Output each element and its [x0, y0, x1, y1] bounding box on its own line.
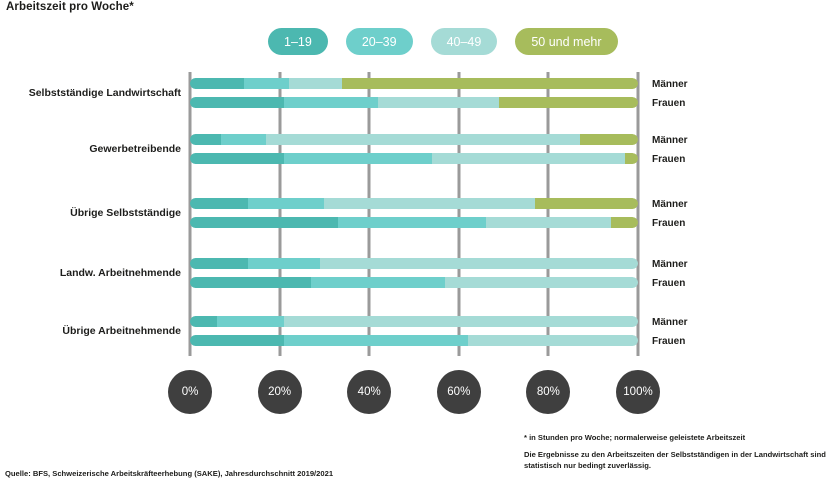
- stacked-bar[interactable]: [190, 316, 638, 327]
- bar-segment[interactable]: [378, 97, 500, 108]
- bar-segment[interactable]: [190, 198, 249, 209]
- bar-row: [190, 153, 638, 164]
- gridline-60: [457, 72, 461, 356]
- stacked-bar[interactable]: [190, 335, 638, 346]
- bar-segment[interactable]: [190, 277, 311, 288]
- bar-segment[interactable]: [342, 78, 638, 89]
- bar-segment[interactable]: [579, 134, 638, 145]
- bar-segment[interactable]: [319, 258, 638, 269]
- bar-segment[interactable]: [284, 153, 432, 164]
- sex-label-male: Männer: [652, 79, 688, 90]
- category-label: Gewerbetreibende: [89, 143, 181, 155]
- bar-segment[interactable]: [499, 97, 638, 108]
- legend-item-2[interactable]: 20–39: [345, 28, 413, 55]
- bar-segment[interactable]: [190, 316, 217, 327]
- bar-segment[interactable]: [243, 78, 289, 89]
- legend-item-1[interactable]: 1–19: [268, 28, 328, 55]
- stacked-bar[interactable]: [190, 277, 638, 288]
- bar-row: [190, 316, 638, 327]
- bar-segment[interactable]: [288, 78, 343, 89]
- bar-segment[interactable]: [445, 277, 638, 288]
- sex-label-female: Frauen: [652, 98, 686, 109]
- bar-segment[interactable]: [221, 134, 267, 145]
- bar-row: [190, 78, 638, 89]
- bar-groups: [190, 72, 638, 356]
- gridline-40: [367, 72, 371, 356]
- category-label: Landw. Arbeitnehmende: [59, 267, 181, 279]
- x-axis: 0% 20% 40% 60% 80% 100%: [168, 370, 660, 414]
- gridline-100: [636, 72, 640, 356]
- bar-segment[interactable]: [534, 198, 638, 209]
- bar-segment[interactable]: [431, 153, 625, 164]
- bar-segment[interactable]: [485, 217, 612, 228]
- chart-legend: 1–19 20–39 40–49 50 und mehr: [268, 28, 618, 55]
- bar-segment[interactable]: [266, 134, 580, 145]
- bar-segment[interactable]: [284, 335, 468, 346]
- source-note: Quelle: BFS, Schweizerische Arbeitskräft…: [5, 469, 334, 478]
- bar-segment[interactable]: [190, 335, 285, 346]
- legend-item-3[interactable]: 40–49: [430, 28, 498, 55]
- axis-tick-20: 20%: [257, 370, 302, 414]
- stacked-bar[interactable]: [190, 153, 638, 164]
- category-label: Übrige Arbeitnehmende: [62, 325, 181, 337]
- gridlines: [188, 72, 640, 356]
- chart-title: Arbeitszeit pro Woche*: [6, 1, 134, 13]
- bar-segment[interactable]: [248, 258, 320, 269]
- sex-label-female: Frauen: [652, 336, 686, 347]
- stacked-bar[interactable]: [190, 198, 638, 209]
- axis-tick-0: 0%: [168, 370, 212, 414]
- bar-row: [190, 217, 638, 228]
- stacked-bar[interactable]: [190, 134, 638, 145]
- footnote-2: Die Ergebnisse zu den Arbeitszeiten der …: [524, 450, 826, 470]
- bar-segment[interactable]: [190, 78, 244, 89]
- stacked-bar[interactable]: [190, 97, 638, 108]
- sex-label-male: Männer: [652, 135, 688, 146]
- bar-segment[interactable]: [611, 217, 638, 228]
- bar-segment[interactable]: [190, 153, 285, 164]
- footnote-1: * in Stunden pro Woche; normalerweise ge…: [524, 433, 746, 442]
- bar-segment[interactable]: [624, 153, 638, 164]
- stacked-bar[interactable]: [190, 258, 638, 269]
- bar-row: [190, 97, 638, 108]
- category-label: Übrige Selbstständige: [70, 207, 181, 219]
- sex-label-female: Frauen: [652, 218, 686, 229]
- axis-tick-80: 80%: [526, 370, 571, 414]
- sex-label-male: Männer: [652, 259, 688, 270]
- bar-row: [190, 258, 638, 269]
- stacked-bar[interactable]: [190, 78, 638, 89]
- gridline-80: [546, 72, 550, 356]
- bar-row: [190, 198, 638, 209]
- plot-area: [188, 72, 640, 356]
- sex-label-female: Frauen: [652, 278, 686, 289]
- axis-tick-40: 40%: [347, 370, 392, 414]
- bar-segment[interactable]: [190, 97, 285, 108]
- category-label: Selbstständige Landwirtschaft: [28, 87, 181, 99]
- bar-segment[interactable]: [324, 198, 535, 209]
- bar-segment[interactable]: [310, 277, 446, 288]
- sex-label-female: Frauen: [652, 154, 686, 165]
- axis-tick-100: 100%: [616, 370, 660, 414]
- bar-segment[interactable]: [337, 217, 486, 228]
- bar-row: [190, 335, 638, 346]
- bar-segment[interactable]: [467, 335, 638, 346]
- axis-tick-60: 60%: [436, 370, 481, 414]
- bar-segment[interactable]: [190, 134, 222, 145]
- bar-segment[interactable]: [284, 97, 379, 108]
- footnotes: * in Stunden pro Woche; normalerweise ge…: [524, 432, 830, 477]
- gridline-20: [278, 72, 282, 356]
- bar-segment[interactable]: [216, 316, 285, 327]
- gridline-0: [188, 72, 192, 356]
- bar-segment[interactable]: [284, 316, 638, 327]
- bar-segment[interactable]: [248, 198, 325, 209]
- legend-item-4[interactable]: 50 und mehr: [515, 28, 618, 55]
- sex-label-male: Männer: [652, 317, 688, 328]
- bar-segment[interactable]: [190, 217, 338, 228]
- bar-segment[interactable]: [190, 258, 249, 269]
- stacked-bar[interactable]: [190, 217, 638, 228]
- sex-label-male: Männer: [652, 199, 688, 210]
- bar-row: [190, 134, 638, 145]
- bar-row: [190, 277, 638, 288]
